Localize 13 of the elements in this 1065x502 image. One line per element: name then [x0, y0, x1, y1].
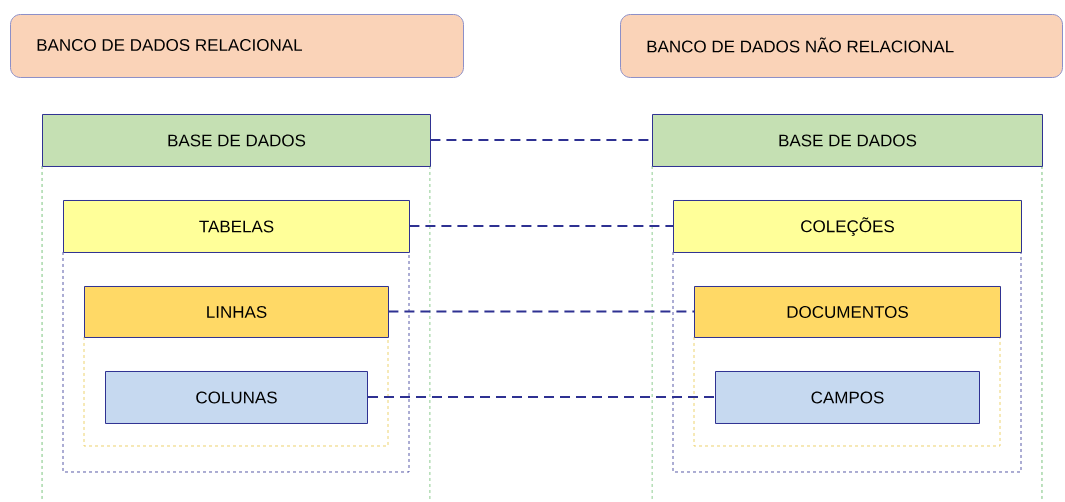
- header-bar: DOCUMENTOS: [694, 286, 1001, 338]
- field-box: COLUNAS: [105, 371, 368, 424]
- header-bar: COLEÇÕES: [673, 200, 1022, 253]
- dashed-connector: [387, 310, 695, 313]
- dashed-connector: [367, 396, 716, 398]
- header-bar: TABELAS: [63, 200, 410, 253]
- dashed-connector: [408, 225, 674, 227]
- header-bar: BASE DE DADOS: [42, 114, 431, 167]
- header-bar: BASE DE DADOS: [652, 114, 1043, 167]
- title-box: BANCO DE DADOS RELACIONAL: [10, 14, 464, 78]
- title-box: BANCO DE DADOS NÃO RELACIONAL: [620, 14, 1063, 78]
- field-box: CAMPOS: [715, 371, 980, 424]
- header-bar: LINHAS: [84, 286, 389, 338]
